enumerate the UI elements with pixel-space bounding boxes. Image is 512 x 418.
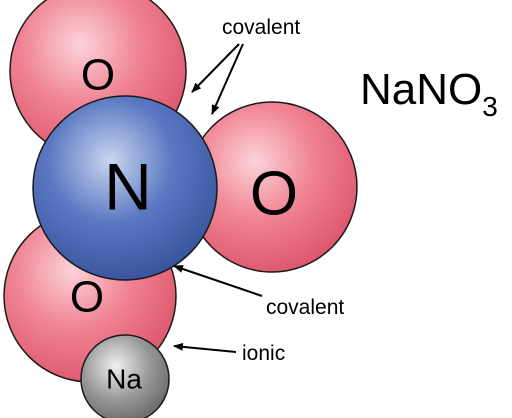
nitrogen-label: N xyxy=(104,149,152,223)
sodium-atom: Na xyxy=(80,334,170,418)
ionic-arrow xyxy=(173,342,237,353)
covalent-label-top: covalent xyxy=(222,16,300,39)
oxygen-bottom-label: O xyxy=(70,273,104,322)
nitrogen-atom: N xyxy=(32,95,218,281)
formula-main: NaNO xyxy=(360,65,482,114)
covalent-label-bottom: covalent xyxy=(266,296,344,319)
covalent-arrow-top-right xyxy=(211,43,244,115)
oxygen-right-label: O xyxy=(250,159,298,228)
chemical-formula: NaNO3 xyxy=(360,65,498,122)
oxygen-top-label: O xyxy=(81,51,115,100)
covalent-arrow-bottom xyxy=(173,265,263,297)
ionic-label: ionic xyxy=(242,342,285,365)
sodium-label: Na xyxy=(106,363,142,394)
covalent-arrow-top-left xyxy=(191,43,240,93)
formula-subscript: 3 xyxy=(482,91,498,122)
